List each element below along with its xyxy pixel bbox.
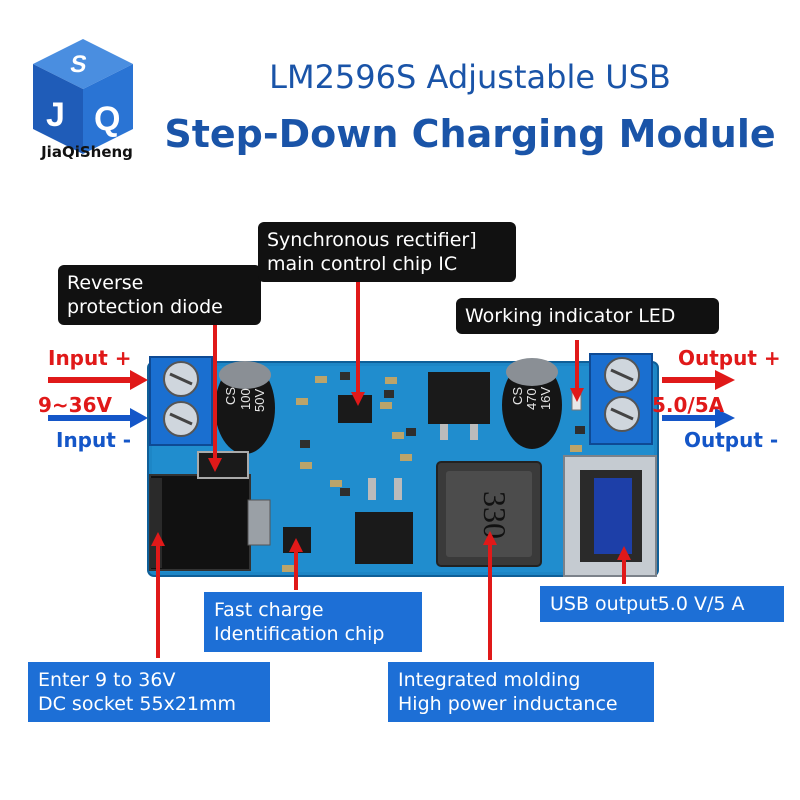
callout-dc-line2: DC socket 55x21mm	[38, 693, 237, 715]
capacitor-2: CS 470 16V	[502, 358, 562, 449]
cap2-value: 470	[524, 388, 539, 410]
inductor-text: 330	[477, 491, 513, 539]
callout-dc-line1: Enter 9 to 36V	[38, 669, 176, 691]
callout-inductance: Integrated molding High power inductance	[386, 660, 656, 724]
output-plus-arrow	[662, 370, 735, 390]
callout-led-line1: Working indicator LED	[465, 305, 676, 327]
svg-text:S: S	[68, 51, 89, 78]
svg-text:J: J	[46, 96, 65, 134]
brand-logo-icon: S J Q	[33, 39, 133, 154]
input-minus-label: Input -	[56, 428, 132, 452]
brand-name: JiaQiSheng	[41, 143, 133, 161]
inductor: 330	[436, 461, 542, 567]
cap1-value: 100	[238, 388, 253, 410]
usb-port	[563, 455, 657, 577]
callout-working-led: Working indicator LED	[456, 298, 719, 334]
output-minus-arrow	[662, 408, 735, 428]
cap1-text: CS	[223, 387, 238, 405]
callout-ind-line1: Integrated molding	[398, 669, 581, 691]
cap2-text: CS	[510, 387, 525, 405]
callout-sync-rectifier: Synchronous rectifier] main control chip…	[258, 222, 516, 282]
output-rating-label: 5.0/5A	[652, 393, 725, 417]
mosfet-bottom	[355, 478, 413, 564]
capacitor-1: CS 100 50V	[215, 361, 275, 454]
diode	[197, 451, 249, 479]
svg-text:Q: Q	[94, 100, 120, 138]
callout-usb-line1: USB output5.0 V/5 A	[550, 593, 745, 615]
output-terminal-block	[589, 353, 653, 445]
cap1-volt: 50V	[252, 389, 267, 412]
cap2-volt: 16V	[538, 387, 553, 410]
callout-reverse-line2: protection diode	[67, 296, 223, 318]
callout-ind-line2: High power inductance	[398, 693, 618, 715]
callout-reverse-line1: Reverse	[67, 272, 144, 294]
input-plus-arrow	[48, 370, 148, 390]
callout-fast-charge: Fast charge Identification chip	[202, 590, 424, 654]
callout-reverse-protection: Reverse protection diode	[58, 265, 261, 325]
title-line-2: Step-Down Charging Module	[164, 112, 776, 156]
title-line-1: LM2596S Adjustable USB	[269, 58, 671, 96]
callout-usb-output: USB output5.0 V/5 A	[538, 584, 786, 624]
output-plus-label: Output +	[678, 346, 781, 370]
callout-fast-line2: Identification chip	[214, 623, 385, 645]
input-plus-label: Input +	[48, 346, 132, 370]
callout-dc-input: Enter 9 to 36V DC socket 55x21mm	[26, 660, 272, 724]
output-minus-label: Output -	[684, 428, 779, 452]
voltage-range-label: 9~36V	[38, 393, 112, 417]
input-minus-arrow	[48, 408, 148, 428]
input-terminal-block	[149, 356, 213, 446]
callout-sync-line1: Synchronous rectifier]	[267, 229, 477, 251]
callout-fast-line1: Fast charge	[214, 599, 324, 621]
mosfet-top	[428, 372, 490, 440]
callout-sync-line2: main control chip IC	[267, 253, 458, 275]
